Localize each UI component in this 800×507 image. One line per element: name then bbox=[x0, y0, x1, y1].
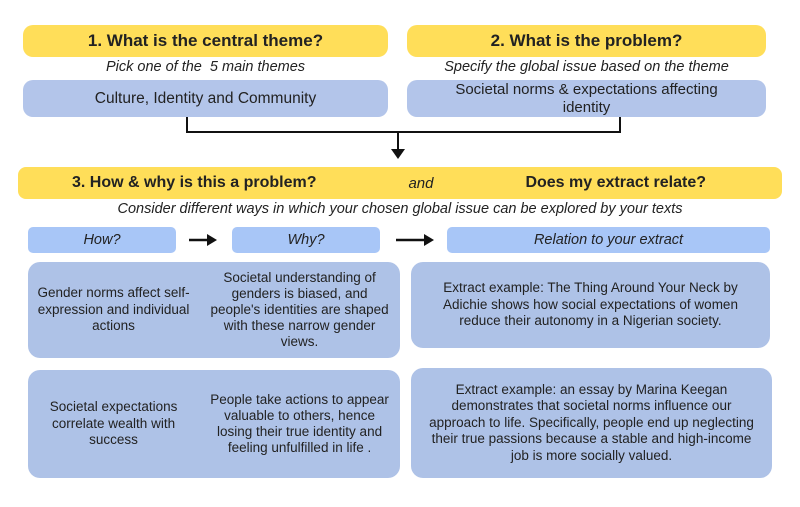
step2-issue-box: Societal norms & expectations affecting … bbox=[407, 80, 766, 117]
step1-instruction: Pick one of the 5 main themes bbox=[105, 59, 306, 75]
step2-issue-value: Societal norms & expectations affecting … bbox=[455, 81, 718, 116]
step1-title-label: 1. What is the central theme? bbox=[87, 31, 324, 50]
step1-theme-value: Culture, Identity and Community bbox=[94, 89, 317, 107]
step1-theme-box: Culture, Identity and Community bbox=[23, 80, 388, 117]
row2-relation-box: Extract example: an essay by Marina Keeg… bbox=[411, 368, 772, 478]
step2-instruction: Specify the global issue based on the th… bbox=[444, 59, 729, 75]
row2-why-text: People take actions to appear valuable t… bbox=[210, 392, 389, 455]
row1-how-text: Gender norms affect self-expression and … bbox=[37, 285, 190, 334]
why-label: Why? bbox=[287, 232, 325, 248]
row1-relation-text: Extract example: The Thing Around Your N… bbox=[443, 280, 738, 329]
step3-title-right: Does my extract relate? bbox=[525, 174, 706, 191]
column-header-how: How? bbox=[28, 227, 176, 253]
how-label: How? bbox=[83, 232, 121, 248]
step3-title-bar: 3. How & why is this a problem? and Does… bbox=[18, 167, 782, 199]
relation-label: Relation to your extract bbox=[533, 232, 684, 248]
step1-title: 1. What is the central theme? bbox=[23, 25, 388, 57]
row1-why-text: Societal understanding of genders is bia… bbox=[210, 270, 389, 349]
row2-how-why-box: Societal expectations correlate wealth w… bbox=[28, 370, 400, 478]
merge-connector bbox=[186, 117, 621, 150]
arrow-down-icon bbox=[391, 149, 405, 159]
step3-title-left: 3. How & why is this a problem? bbox=[72, 174, 317, 191]
arrow-right-icon bbox=[189, 234, 217, 246]
row2-how-text: Societal expectations correlate wealth w… bbox=[49, 399, 178, 448]
row1-how-why-box: Gender norms affect self-expression and … bbox=[28, 262, 400, 358]
step3-and-word: and bbox=[408, 174, 434, 192]
step2-title-label: 2. What is the problem? bbox=[490, 31, 683, 50]
arrow-right-icon bbox=[396, 234, 434, 246]
row2-relation-text: Extract example: an essay by Marina Keeg… bbox=[429, 381, 754, 463]
step3-instruction: Consider different ways in which your ch… bbox=[117, 201, 683, 217]
column-header-why: Why? bbox=[232, 227, 380, 253]
step2-title: 2. What is the problem? bbox=[407, 25, 766, 57]
row1-relation-box: Extract example: The Thing Around Your N… bbox=[411, 262, 770, 348]
column-header-relation: Relation to your extract bbox=[447, 227, 770, 253]
